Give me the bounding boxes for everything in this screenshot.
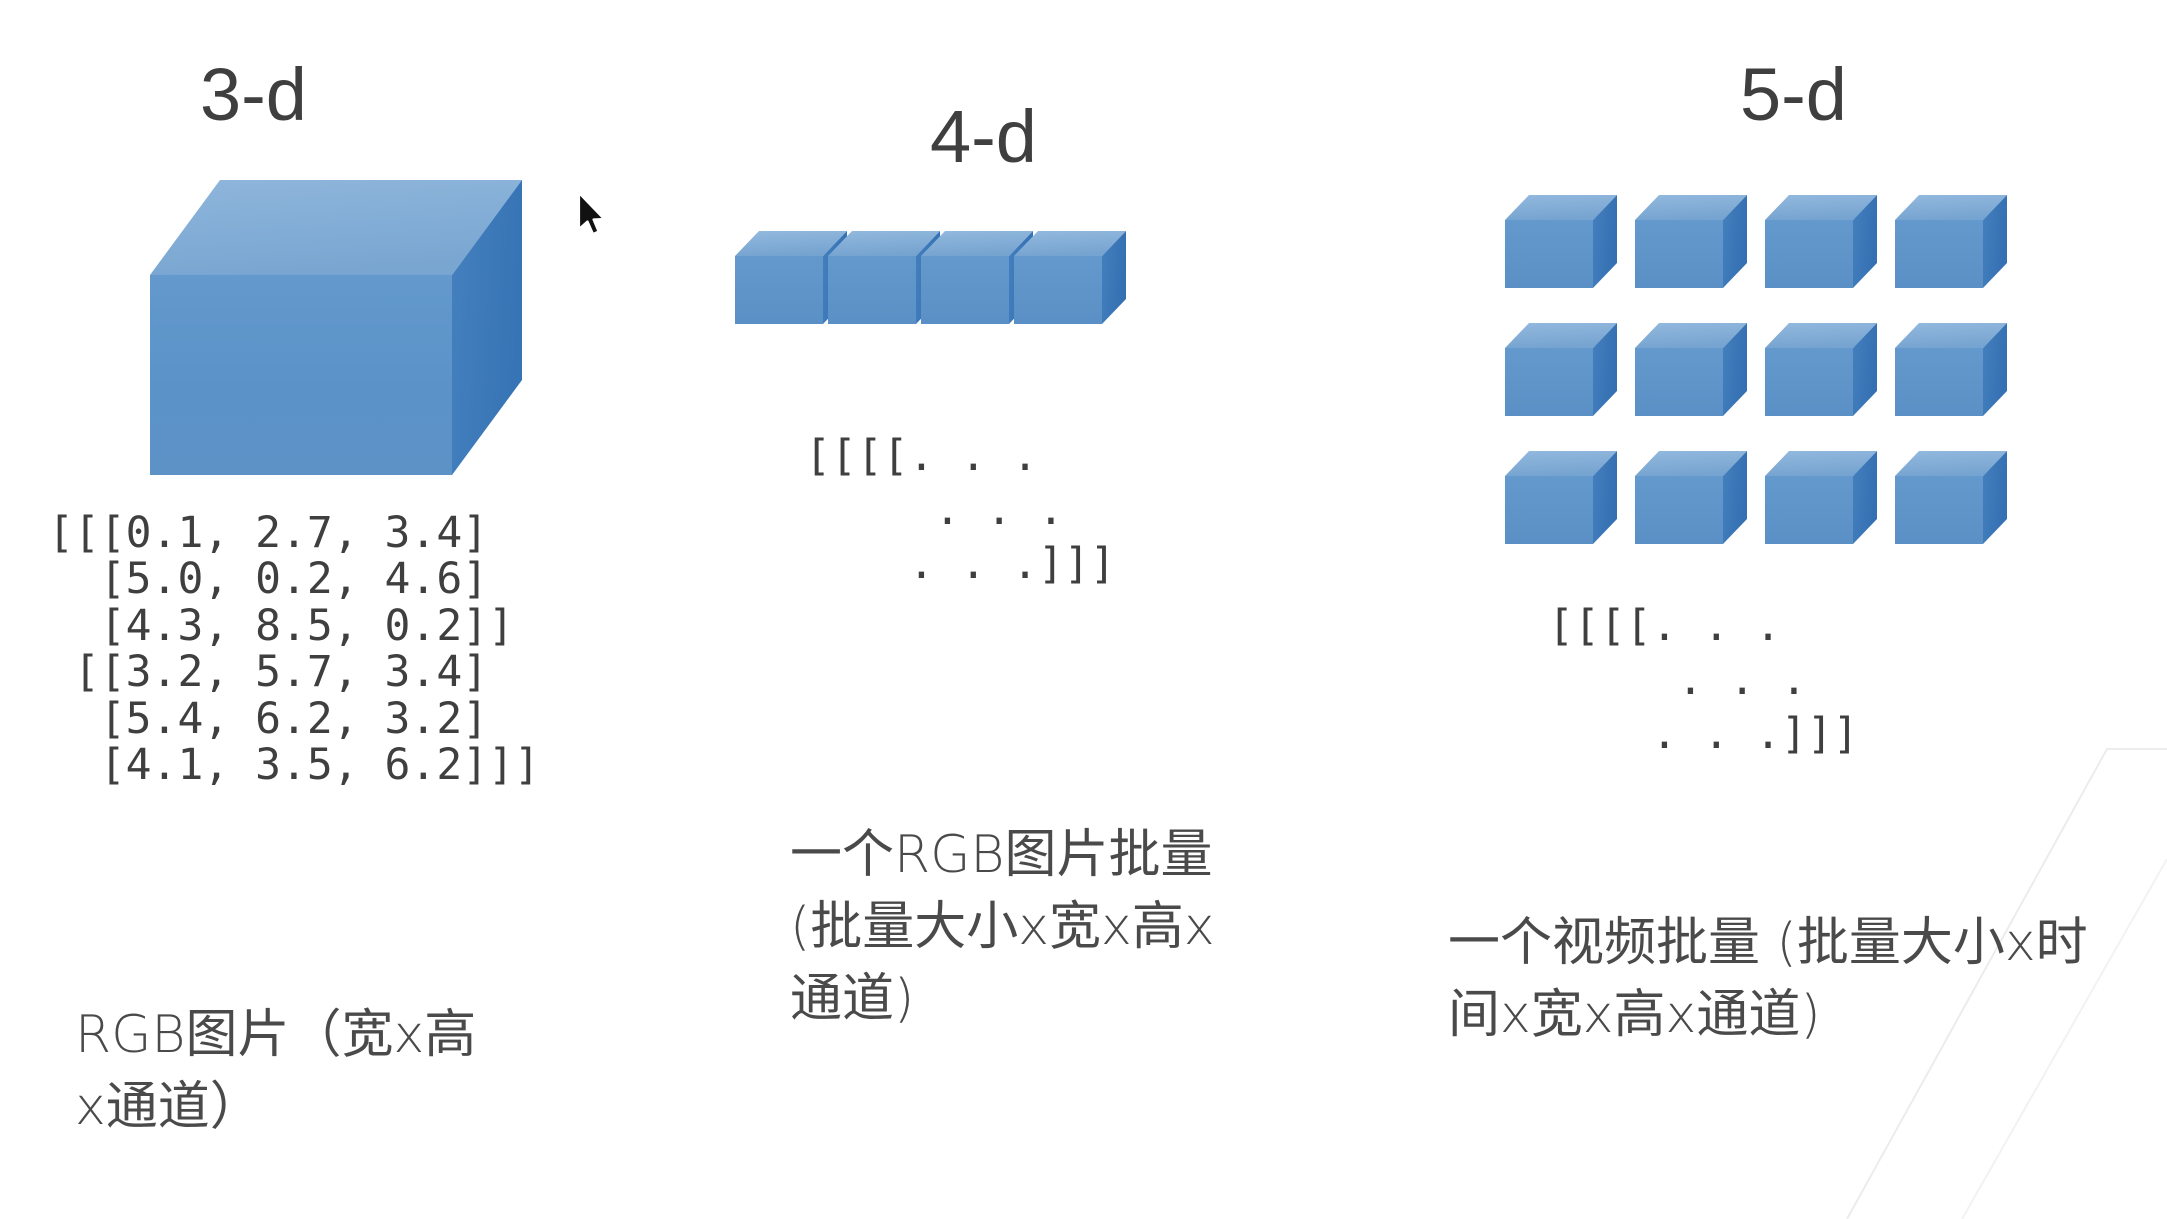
cube-5d-r3c4 xyxy=(1895,448,2007,548)
cube-5d-r2c1 xyxy=(1505,320,1617,420)
cube-5d-r2c2 xyxy=(1635,320,1747,420)
cube-5d-r3c3 xyxy=(1765,448,1877,548)
array-text-5d: [[[[. . . . . . . . .]]] xyxy=(1548,601,1859,759)
array-text-3d: [[[0.1, 2.7, 3.4] [5.0, 0.2, 4.6] [4.3, … xyxy=(48,508,540,791)
heading-5d: 5-d xyxy=(1740,53,1847,136)
heading-3d: 3-d xyxy=(200,53,307,136)
cube-4d-4 xyxy=(1014,228,1126,328)
cube-5d-r2c4 xyxy=(1895,320,2007,420)
caption-5d: 一个视频批量 (批量大小x时间x宽x高x通道) xyxy=(1448,913,2088,1045)
cube-3d-large xyxy=(150,175,522,485)
cube-5d-r1c3 xyxy=(1765,192,1877,292)
cube-5d-r1c1 xyxy=(1505,192,1617,292)
caption-3d: RGB图片（宽x高x通道） xyxy=(75,1005,477,1137)
cube-5d-r1c4 xyxy=(1895,192,2007,292)
cube-5d-r3c2 xyxy=(1635,448,1747,548)
cube-5d-r2c3 xyxy=(1765,320,1877,420)
array-text-4d: [[[[. . . . . . . . .]]] xyxy=(805,431,1116,589)
mouse-pointer-icon xyxy=(577,192,611,238)
cube-5d-r3c1 xyxy=(1505,448,1617,548)
cube-5d-r1c2 xyxy=(1635,192,1747,292)
caption-4d: 一个RGB图片批量 (批量大小x宽x高x通道) xyxy=(790,825,1215,1029)
heading-4d: 4-d xyxy=(930,95,1037,178)
